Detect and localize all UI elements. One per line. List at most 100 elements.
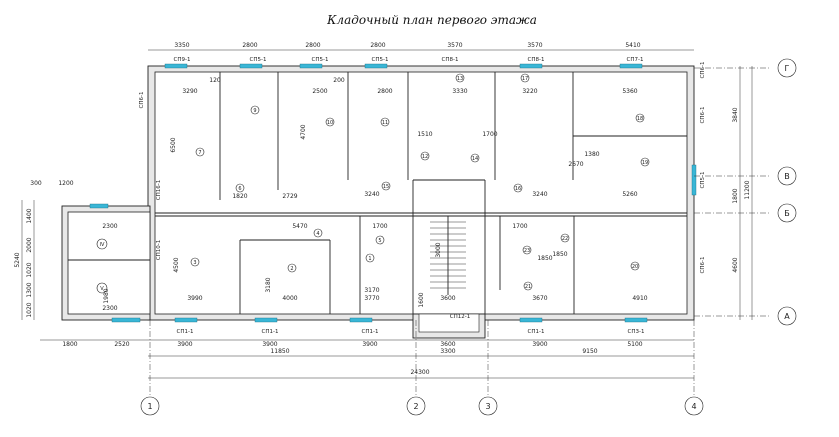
svg-text:3000: 3000: [435, 242, 442, 257]
dim-bottom-6: 3600: [440, 341, 455, 348]
dim-row2-3: 9150: [582, 348, 597, 355]
svg-text:5: 5: [378, 238, 381, 244]
svg-text:10: 10: [327, 120, 333, 126]
svg-text:1980: 1980: [103, 288, 110, 303]
dim-right-2: 1800: [732, 188, 739, 203]
dim-top-7: 5410: [625, 42, 640, 49]
axis-bubble-3: 3: [478, 396, 498, 416]
lintel-bottom-2: СП1-1: [262, 329, 279, 335]
svg-text:4500: 4500: [173, 257, 180, 272]
dim-left-5: 1020: [26, 302, 33, 317]
dim-top-3: 2800: [305, 42, 320, 49]
dim-left-4: 1300: [26, 282, 33, 297]
misc-dimensions: 300 1200 120 200 2729 3600 3000 1600 267…: [30, 77, 600, 308]
lintel-bottom-5: СП1-1: [528, 329, 545, 335]
svg-text:22: 22: [562, 236, 568, 242]
svg-text:1850: 1850: [537, 255, 552, 262]
svg-text:5470: 5470: [292, 223, 307, 230]
svg-text:21: 21: [525, 284, 531, 290]
lintel-bottom-1: СП1-1: [177, 329, 194, 335]
svg-text:15: 15: [383, 184, 389, 190]
dim-right-1: 3840: [732, 107, 739, 122]
room-20: 20 4910: [630, 261, 648, 302]
axis-bubble-2: 2: [406, 396, 426, 416]
svg-text:4: 4: [316, 231, 319, 237]
svg-text:3240: 3240: [532, 191, 547, 198]
axis-bubble-G: Г: [777, 58, 797, 78]
svg-text:4000: 4000: [282, 295, 297, 302]
svg-text:1700: 1700: [372, 223, 387, 230]
svg-text:18: 18: [637, 116, 643, 122]
svg-text:4700: 4700: [300, 124, 307, 139]
axis-label-4: 4: [691, 402, 696, 411]
lintel-side-2: СП6-1: [700, 107, 706, 124]
axis-bubble-V: В: [777, 166, 797, 186]
dim-top-5: 3570: [447, 42, 462, 49]
axis-bubble-A: А: [777, 306, 797, 326]
svg-text:5360: 5360: [622, 88, 637, 95]
room-4: 4 5470: [292, 223, 323, 238]
svg-text:3290: 3290: [182, 88, 197, 95]
axis-bubble-1: 1: [140, 396, 160, 416]
lintel-top-7: СП7-1: [627, 57, 644, 63]
room-8: 3290: [182, 88, 197, 95]
dim-bottom-1: 1800: [62, 341, 77, 348]
dim-bottom-5: 3900: [362, 341, 377, 348]
outer-walls: [61, 65, 695, 339]
lintel-top-6: СП8-1: [528, 57, 545, 63]
interior-walls: [68, 72, 687, 314]
dim-right-3: 4600: [732, 257, 739, 272]
svg-text:13: 13: [457, 76, 463, 82]
lintel-top-4: СП5-1: [372, 57, 389, 63]
left-dimension-chain: 5240 1400 2000 1020 1300 1020: [14, 200, 35, 320]
lintel-side-6: СП6-1: [700, 62, 706, 79]
dim-left-2: 2000: [26, 237, 33, 252]
dim-row2-1: 11850: [270, 348, 289, 355]
svg-text:14: 14: [472, 156, 478, 162]
axis-bubble-B: Б: [777, 203, 797, 223]
svg-text:4910: 4910: [632, 295, 647, 302]
lintel-side-1: СП6-1: [139, 92, 145, 109]
lintel-top-1: СП9-1: [174, 57, 191, 63]
dim-left-total: 5240: [14, 252, 21, 267]
svg-text:9: 9: [253, 108, 256, 114]
svg-text:3240: 3240: [364, 191, 379, 198]
svg-text:6: 6: [238, 186, 241, 192]
vestibule-bottom-dim: 2300: [102, 305, 117, 312]
svg-text:2670: 2670: [568, 161, 583, 168]
axis-label-B: Б: [784, 209, 790, 218]
dim-bottom-8: 5100: [627, 341, 642, 348]
svg-text:5260: 5260: [622, 191, 637, 198]
dim-left-3: 1020: [26, 262, 33, 277]
dim-bottom-7: 3900: [532, 341, 547, 348]
svg-text:6500: 6500: [170, 137, 177, 152]
windows: [89, 63, 697, 323]
svg-text:11: 11: [382, 120, 388, 126]
lintel-bottom-3: СП1-1: [362, 329, 379, 335]
lintel-side-7: СП5-1: [700, 172, 706, 189]
plan-title: Кладочный план первого этажа: [326, 13, 537, 27]
dim-bottom-2: 2520: [114, 341, 129, 348]
svg-text:200: 200: [333, 77, 345, 84]
axis-label-2: 2: [413, 402, 418, 411]
lintel-side-3: СП10-1: [156, 240, 162, 260]
svg-text:3180: 3180: [265, 277, 272, 292]
svg-text:3: 3: [193, 260, 196, 266]
dim-top-4: 2800: [370, 42, 385, 49]
dim-right-total: 11200: [744, 180, 751, 199]
axis-bubble-4: 4: [684, 396, 704, 416]
vestibule-room-V: V: [100, 286, 104, 292]
vestibule-room-IV: IV: [100, 242, 105, 248]
svg-text:20: 20: [632, 264, 638, 270]
svg-text:3670: 3670: [532, 295, 547, 302]
svg-text:120: 120: [209, 77, 221, 84]
dim-total: 24300: [410, 369, 429, 376]
